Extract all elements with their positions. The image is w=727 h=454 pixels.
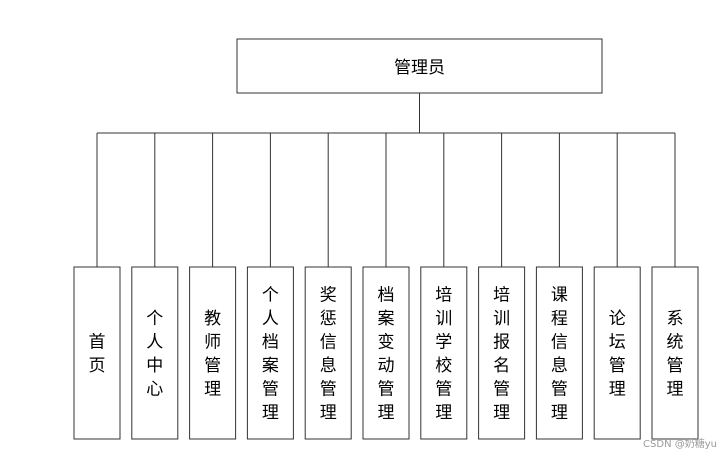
child-node-box (246, 266, 294, 440)
child-node-label: 课程信息管理 (551, 285, 568, 423)
child-node: 个人中心 (131, 266, 179, 440)
child-node-label: 论坛管理 (609, 309, 626, 400)
child-node-box (535, 266, 583, 440)
child-node-box (362, 266, 410, 440)
child-node: 培训报名管理 (478, 266, 526, 440)
child-node: 教师管理 (189, 266, 237, 440)
child-node-label: 个人档案管理 (262, 285, 279, 423)
child-node-box (651, 266, 699, 440)
child-node-box (189, 266, 237, 440)
child-node: 培训学校管理 (420, 266, 468, 440)
child-node: 奖惩信息管理 (304, 266, 352, 440)
child-node-box (131, 266, 179, 440)
root-node-label: 管理员 (394, 58, 445, 78)
child-node-label: 首页 (89, 332, 106, 376)
child-node-box (420, 266, 468, 440)
child-node-label: 奖惩信息管理 (320, 285, 337, 423)
watermark: CSDN @奶糖yu (643, 437, 717, 450)
child-node: 档案变动管理 (362, 266, 410, 440)
child-node-label: 个人中心 (146, 309, 163, 400)
child-node: 系统管理 (651, 266, 699, 440)
connector-lines (96, 93, 676, 267)
child-node-label: 培训报名管理 (493, 285, 510, 423)
child-node-label: 培训学校管理 (435, 285, 452, 423)
child-node-label: 系统管理 (667, 309, 684, 400)
child-node: 首页 (73, 266, 121, 440)
child-node-label: 教师管理 (204, 309, 221, 400)
root-node: 管理员 (236, 38, 603, 94)
child-node-box (593, 266, 641, 440)
child-node-box (73, 266, 121, 440)
child-node: 课程信息管理 (535, 266, 583, 440)
root-node-box (236, 38, 603, 94)
child-node: 个人档案管理 (246, 266, 294, 440)
child-nodes: 首页 个人中心 教师管理 个人档案管理 奖惩信息管理 档案变动管理 培训学校管理 培训报名管理… (73, 266, 699, 440)
child-node-label: 档案变动管理 (378, 285, 395, 423)
child-node-box (478, 266, 526, 440)
child-node: 论坛管理 (593, 266, 641, 440)
child-node-box (304, 266, 352, 440)
